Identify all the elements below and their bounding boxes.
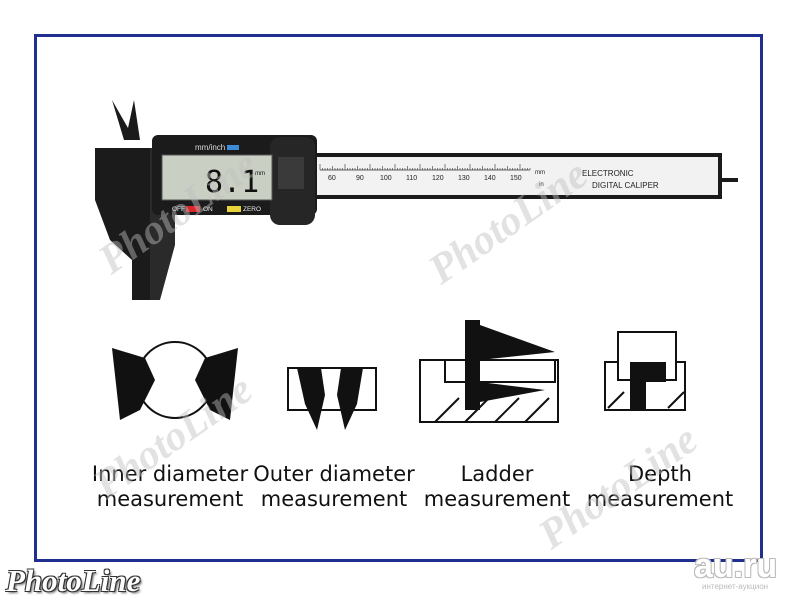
on-label: ON [203, 206, 213, 213]
inner-diameter-diagram [112, 341, 238, 420]
brand-line-1: ELECTRONIC [582, 169, 634, 178]
lcd-unit: mm [255, 171, 265, 177]
caption-inner-diameter: Inner diameter measurement [85, 462, 255, 512]
caption-line: measurement [586, 487, 734, 511]
caption-line: Inner diameter [91, 462, 249, 486]
site-logo: au.ru [694, 547, 778, 585]
lcd-value: 8.1 [205, 165, 259, 200]
fixed-upper-jaw [112, 100, 140, 140]
caption-line: measurement [96, 487, 244, 511]
zero-button[interactable] [227, 206, 241, 212]
outer-diameter-diagram [287, 367, 377, 430]
scale-mm-label: mm [535, 170, 545, 176]
digital-caliper: mm/inch 8.1 mm OFF ON ZERO 60 90 100 110 120… [95, 100, 738, 300]
unit-button[interactable] [227, 145, 239, 150]
scale-number: 120 [432, 175, 444, 182]
thumb-wheel [278, 157, 304, 189]
brand-line-2: DIGITAL CALIPER [592, 181, 659, 190]
fixed-jaw [95, 148, 150, 300]
scale-number: 60 [328, 175, 336, 182]
scale-number: 130 [458, 175, 470, 182]
scale-number: 150 [510, 175, 522, 182]
photoline-logo: PhotoLine [6, 563, 141, 598]
zero-label: ZERO [243, 206, 261, 213]
caption-ladder: Ladder measurement [412, 462, 582, 512]
lcd-screen [161, 154, 273, 201]
scale-number: 100 [380, 175, 392, 182]
caption-depth: Depth measurement [575, 462, 745, 512]
depth-rod [718, 178, 738, 182]
on-off-button[interactable] [186, 206, 200, 212]
caption-line: Outer diameter [253, 462, 415, 486]
caption-line: Ladder [460, 462, 534, 486]
caption-line: measurement [423, 487, 571, 511]
caption-line: measurement [260, 487, 408, 511]
ladder-diagram [419, 320, 559, 423]
caption-line: Depth [628, 462, 692, 486]
scale-in-label: in [539, 182, 544, 188]
depth-diagram [604, 331, 686, 411]
caption-outer-diameter: Outer diameter measurement [249, 462, 419, 512]
site-subtitle: интернет-аукцион [702, 582, 769, 591]
scale-number: 90 [356, 175, 364, 182]
scale-number: 140 [484, 175, 496, 182]
unit-label: mm/inch [195, 143, 225, 152]
off-label: OFF [172, 206, 185, 213]
scale-number: 110 [406, 175, 417, 182]
